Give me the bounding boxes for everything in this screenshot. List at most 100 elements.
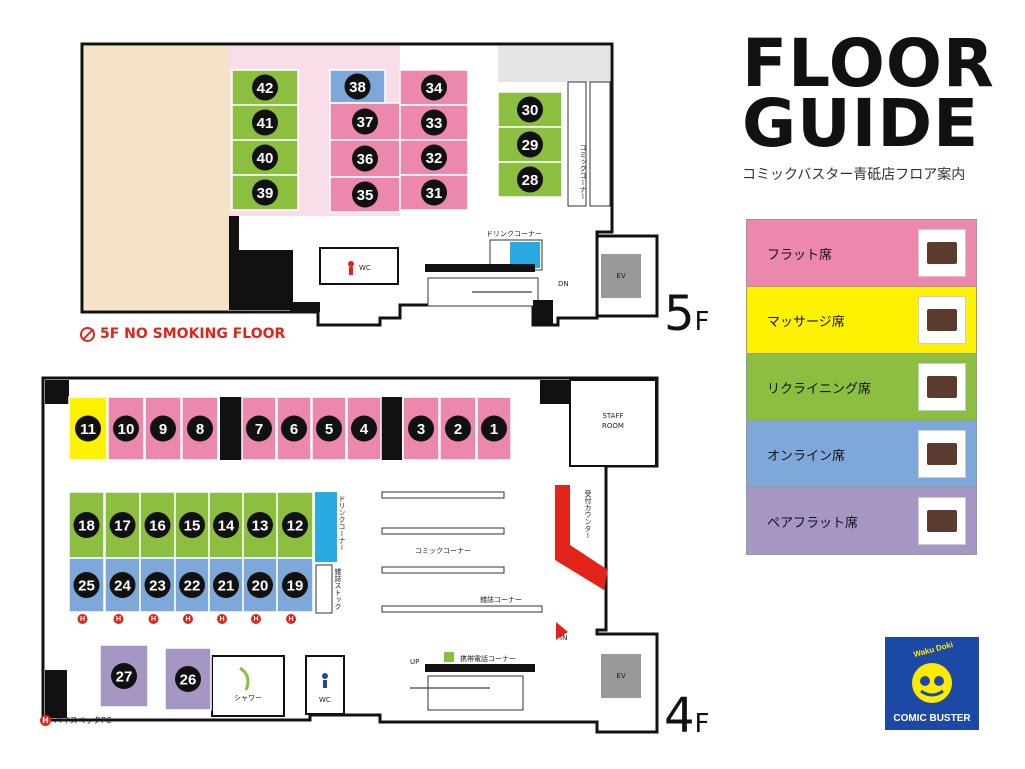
- seat-number-11: 11: [80, 421, 96, 438]
- seat-number-25: 25: [78, 578, 95, 595]
- shower-label: シャワー: [234, 694, 262, 702]
- seat-badge-26: [175, 666, 201, 692]
- floor-5f: EV コミックコーナー ドリンクコーナー WC DN: [80, 42, 659, 327]
- highspec-marker-label: H: [185, 616, 190, 623]
- floor-5f-beige-area: [84, 46, 229, 310]
- seat-badge-20: [247, 572, 273, 598]
- seat-badge-37: [352, 108, 378, 135]
- seat-number-30: 30: [522, 102, 539, 119]
- seat-number-9: 9: [159, 421, 167, 438]
- floor-4f: STAFF ROOM 受付カウンター ドリンクコーナー 雑誌ストック コミックコ…: [41, 376, 659, 734]
- seat-badge-34: [421, 74, 447, 101]
- wall-4f-corner: [45, 380, 69, 404]
- seat-badge-14: [213, 512, 239, 538]
- seat-number-29: 29: [522, 137, 539, 154]
- seat-badge-12: [282, 512, 308, 538]
- seat-badge-23: [144, 572, 171, 598]
- ev-4f: [601, 654, 641, 698]
- seat-number-20: 20: [252, 578, 269, 595]
- highspec-marker-icon: [286, 614, 296, 624]
- comic-shelf-4f-2: [381, 527, 505, 535]
- seat-number-36: 36: [357, 151, 374, 168]
- magazine-shelf: [381, 605, 543, 613]
- shower-icon: [239, 666, 250, 691]
- legend-label: オンライン席: [767, 448, 846, 464]
- seat-number-27: 27: [116, 669, 133, 686]
- mascot-icon: [912, 663, 952, 703]
- seat-badge-27: [111, 663, 137, 689]
- comic-corner-4f-label: コミックコーナー: [415, 547, 471, 555]
- seat-number-37: 37: [357, 114, 374, 131]
- page-subtitle: コミックバスター青砥店フロア案内: [742, 167, 966, 183]
- seat-badge-35: [352, 181, 378, 208]
- pillar-4f-b: [380, 397, 402, 460]
- ev-5f: [601, 254, 641, 298]
- seat-badge-15: [179, 512, 205, 538]
- seat-number-13: 13: [252, 518, 269, 535]
- stairs-4f: [427, 675, 524, 711]
- seat-number-10: 10: [118, 421, 135, 438]
- highspec-marker-icon: [77, 614, 88, 624]
- entrance-label: IN: [560, 634, 567, 642]
- logo-text: COMIC BUSTER: [893, 713, 971, 724]
- highspec-text: ハイスペックPC: [54, 716, 112, 725]
- female-icon: [348, 261, 354, 267]
- seat-number-33: 33: [426, 115, 443, 132]
- massage-chair-icon: [918, 296, 966, 344]
- recliner-icon: [918, 363, 966, 411]
- seat-number-19: 19: [287, 578, 304, 595]
- seat-badge-31: [421, 179, 447, 206]
- highspec-marker-label: H: [219, 616, 224, 623]
- wc-5f-label: WC: [359, 264, 371, 272]
- floor-5f-wall: [229, 216, 239, 250]
- seat-number-32: 32: [426, 150, 443, 167]
- comic-shelf-4f-3: [381, 566, 505, 574]
- seat-badge-33: [421, 109, 447, 136]
- seat-number-42: 42: [257, 80, 274, 97]
- wall-5f-bottom-2: [533, 300, 553, 325]
- seat-badge-9: [150, 415, 176, 442]
- seat-number-28: 28: [522, 172, 539, 189]
- highspec-marker-icon: [183, 614, 193, 624]
- seat-badge-36: [352, 145, 378, 172]
- reception-counter: [555, 485, 608, 590]
- seat-badge-29: [517, 131, 543, 158]
- seat-number-14: 14: [218, 518, 235, 535]
- seat-badge-8: [187, 415, 213, 442]
- seat-badge-1: [481, 415, 507, 442]
- seat-number-7: 7: [255, 421, 263, 438]
- no-smoking-notice: 5F NO SMOKING FLOOR: [80, 326, 285, 342]
- seat-badge-28: [517, 166, 543, 193]
- seat-badge-7: [246, 415, 272, 442]
- title-line2: GUIDE: [742, 85, 980, 162]
- seat-badge-38: [344, 73, 371, 100]
- no-smoking-text: 5F NO SMOKING FLOOR: [100, 326, 286, 342]
- legend-row-4: オンライン席: [747, 421, 976, 488]
- no-smoking-icon: [80, 326, 95, 342]
- seat-badge-39: [252, 179, 278, 206]
- seat-badge-3: [408, 415, 434, 442]
- seat-badge-16: [144, 512, 171, 538]
- seat-number-12: 12: [287, 518, 304, 535]
- seat-badge-5: [316, 415, 342, 442]
- seat-number-38: 38: [349, 79, 366, 96]
- highspec-icon: H: [40, 715, 51, 726]
- seat-number-23: 23: [149, 578, 166, 595]
- seat-badge-41: [252, 109, 278, 136]
- legend-label: マッサージ席: [767, 314, 845, 330]
- magazine-stock-shelf: [315, 564, 333, 614]
- highspec-marker-label: H: [253, 616, 258, 623]
- female-icon-body: [349, 267, 353, 275]
- highspec-marker-icon: [148, 614, 159, 624]
- seat-number-34: 34: [426, 80, 443, 97]
- legend-row-2: マッサージ席: [747, 287, 976, 354]
- seat-number-26: 26: [180, 672, 197, 689]
- wc-5f-room: [319, 247, 399, 285]
- magazine-corner-label: 雑誌コーナー: [480, 595, 522, 604]
- drink-corner-4f: [315, 492, 337, 562]
- staff-room: [569, 379, 657, 467]
- pillar-4f-a: [220, 397, 242, 460]
- wall-4f-top: [540, 380, 570, 404]
- up-label: UP: [410, 658, 419, 666]
- wall-5f-bottom: [290, 302, 320, 312]
